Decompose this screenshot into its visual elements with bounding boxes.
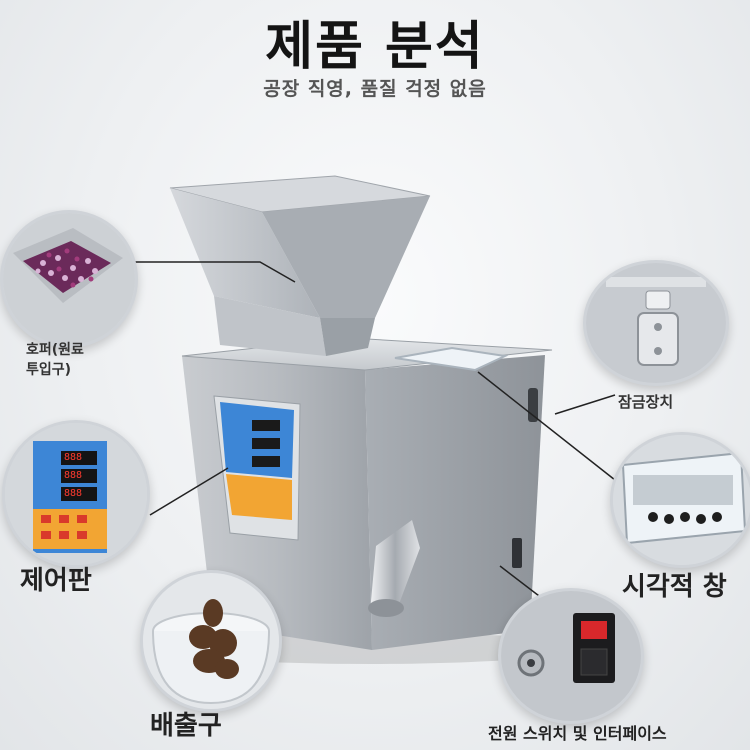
lock-clasp (528, 388, 538, 422)
window-detail-circle (610, 432, 750, 568)
window-label: 시각적 창 (622, 572, 727, 602)
cabinet-side (365, 355, 545, 650)
readout-value-2: 888 (64, 470, 83, 481)
hopper-side (262, 196, 430, 318)
spout-body (370, 520, 420, 612)
side-switch (512, 538, 522, 568)
readout-value-1: 888 (64, 452, 83, 463)
readout-value-3: 888 (64, 488, 83, 499)
readout-3 (252, 456, 280, 467)
control-panel-label: 제어판 (20, 566, 92, 596)
spout-opening (368, 599, 404, 617)
page-title: 제품 분석 (265, 17, 485, 77)
leader-lock (554, 394, 616, 415)
hopper-neck-side (320, 318, 375, 356)
outlet-label: 배출구 (150, 711, 222, 741)
leader-panel (149, 467, 229, 516)
hopper-label-line2: 투입구) (26, 362, 72, 378)
hopper-neck (214, 296, 326, 356)
top-window (394, 346, 509, 372)
lock-label: 잠금장치 (618, 393, 674, 411)
outlet-detail-circle (140, 570, 282, 712)
hopper-detail-circle (0, 210, 138, 348)
hopper-label: 호퍼(원료 투입구) (26, 340, 84, 380)
control-panel-orange (226, 474, 292, 520)
readout-2 (252, 438, 280, 449)
hopper-front (170, 188, 320, 318)
hopper-label-line1: 호퍼(원료 (26, 342, 84, 358)
page-subtitle: 공장 직영, 품질 걱정 없음 (263, 78, 487, 100)
power-detail-circle (498, 588, 644, 724)
leader-hopper (135, 261, 296, 283)
lock-detail-circle (583, 260, 729, 386)
leader-window (477, 371, 616, 481)
control-panel-detail-circle: 888 888 888 (2, 420, 150, 568)
power-label: 전원 스위치 및 인터페이스 (488, 724, 667, 743)
readout-1 (252, 420, 280, 431)
